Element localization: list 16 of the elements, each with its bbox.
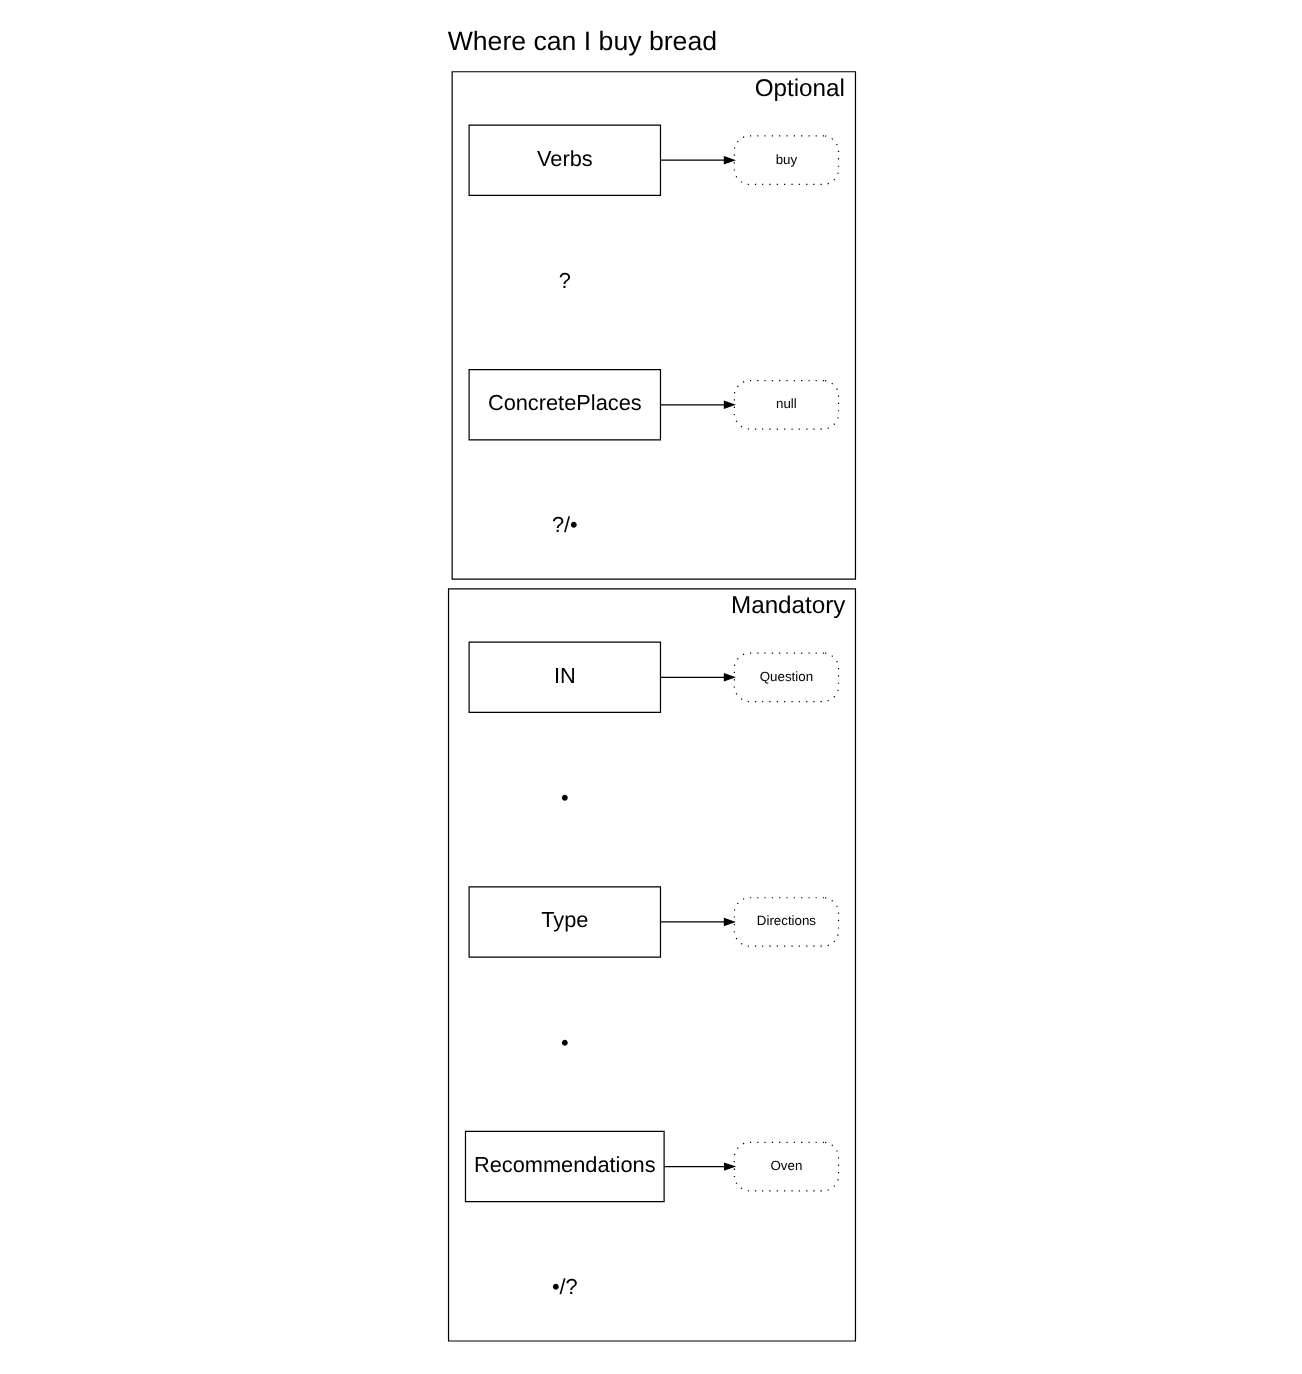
node-label: ? [557,269,570,294]
arrow [658,155,735,165]
node-label: • [559,1031,568,1056]
arrow [658,917,735,927]
arrow [662,1162,736,1171]
node-box: Recommendations [463,1130,664,1203]
node-box: Type [467,886,661,958]
arrow [658,673,735,682]
node-label: ?/• [550,514,577,539]
node-box: ConcretePlaces [467,369,661,441]
node-label: • [559,786,568,811]
node-label: •/? [550,1276,577,1301]
diagram-title: Where can I buy bread [446,25,717,56]
node-box: Verbs [467,124,661,196]
node-box: IN [467,641,661,714]
arrow [658,400,735,410]
